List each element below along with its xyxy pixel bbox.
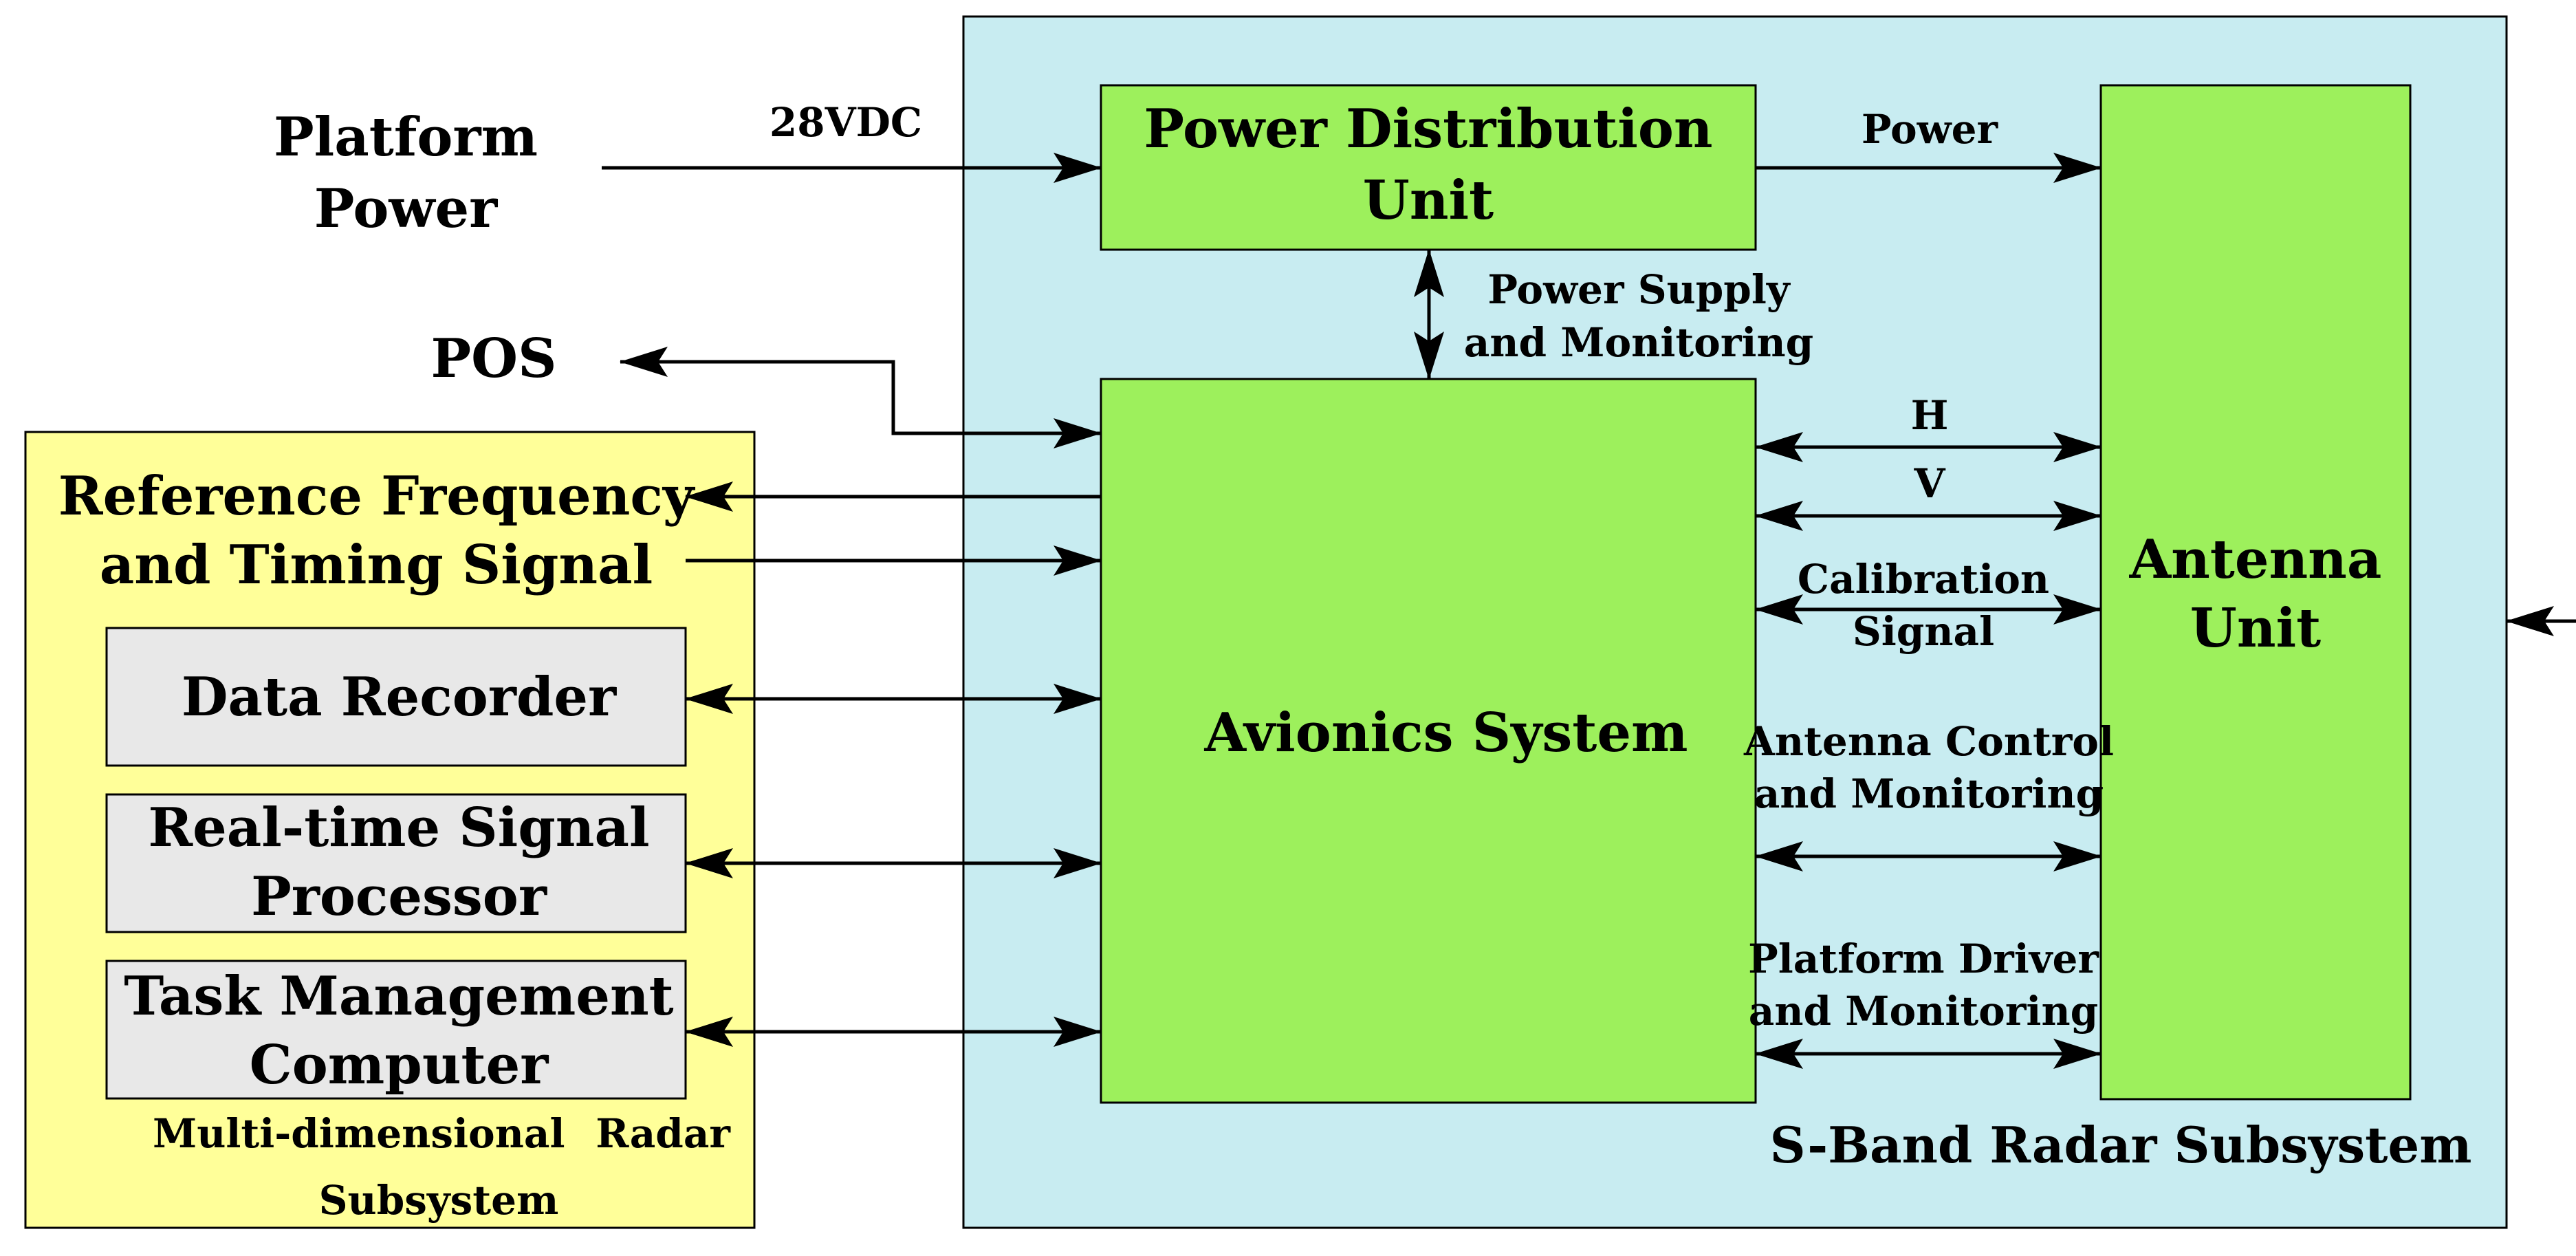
power-label: Power — [1862, 106, 1999, 153]
psm-label-line1: Power Supply — [1487, 266, 1791, 313]
ref-freq-label-line1: Reference Frequency — [58, 465, 696, 528]
s-band-subsystem-name: S-Band Radar Subsystem — [1770, 1116, 2472, 1174]
pos-arrow — [620, 347, 1102, 448]
task-management-computer-block — [105, 960, 687, 1100]
rtsp-label-line2: Processor — [251, 865, 547, 928]
antenna-unit-block — [2099, 84, 2412, 1101]
multi-subsystem-name-line2: Subsystem — [319, 1177, 559, 1224]
avionics-system-label: Avionics System — [1204, 702, 1688, 764]
antenna-unit-label-line1: Antenna — [2129, 528, 2382, 591]
rtsp-label-line1: Real-time Signal — [148, 797, 649, 859]
multi-subsystem-name-line1b: Radar — [596, 1110, 731, 1157]
pdu-label-line2: Unit — [1363, 169, 1494, 232]
platform-power-label-line2: Power — [314, 177, 498, 240]
vdc-label: 28VDC — [769, 99, 922, 146]
data-recorder-label: Data Recorder — [182, 666, 617, 728]
pdm-label-line2: and Monitoring — [1749, 988, 2098, 1035]
pos-label: POS — [431, 327, 557, 390]
power-distribution-unit-block — [1100, 84, 1757, 251]
real-time-signal-processor-block — [105, 793, 687, 933]
calibration-label-line2: Signal — [1853, 608, 1994, 655]
v-label: V — [1913, 460, 1945, 507]
acm-label-line1: Antenna Control — [1743, 718, 2114, 765]
data-recorder-block — [105, 627, 687, 767]
h-label: H — [1911, 392, 1949, 439]
antenna-unit-label-line2: Unit — [2190, 597, 2321, 660]
multi-subsystem-name-line1a: Multi-dimensional — [153, 1110, 565, 1157]
tmc-label-line1: Task Management — [124, 965, 673, 1028]
pdm-label-line1: Platform Driver — [1748, 935, 2099, 982]
psm-label-line2: and Monitoring — [1464, 319, 1813, 366]
platform-power-label-line1: Platform — [274, 106, 538, 169]
acm-label-line2: and Monitoring — [1754, 770, 2104, 817]
avionics-system-block — [1100, 378, 1757, 1104]
calibration-label-line1: Calibration — [1798, 556, 2049, 603]
ref-freq-label-line2: and Timing Signal — [100, 534, 653, 596]
pdu-label-line1: Power Distribution — [1144, 98, 1712, 160]
tmc-label-line2: Computer — [250, 1034, 549, 1096]
